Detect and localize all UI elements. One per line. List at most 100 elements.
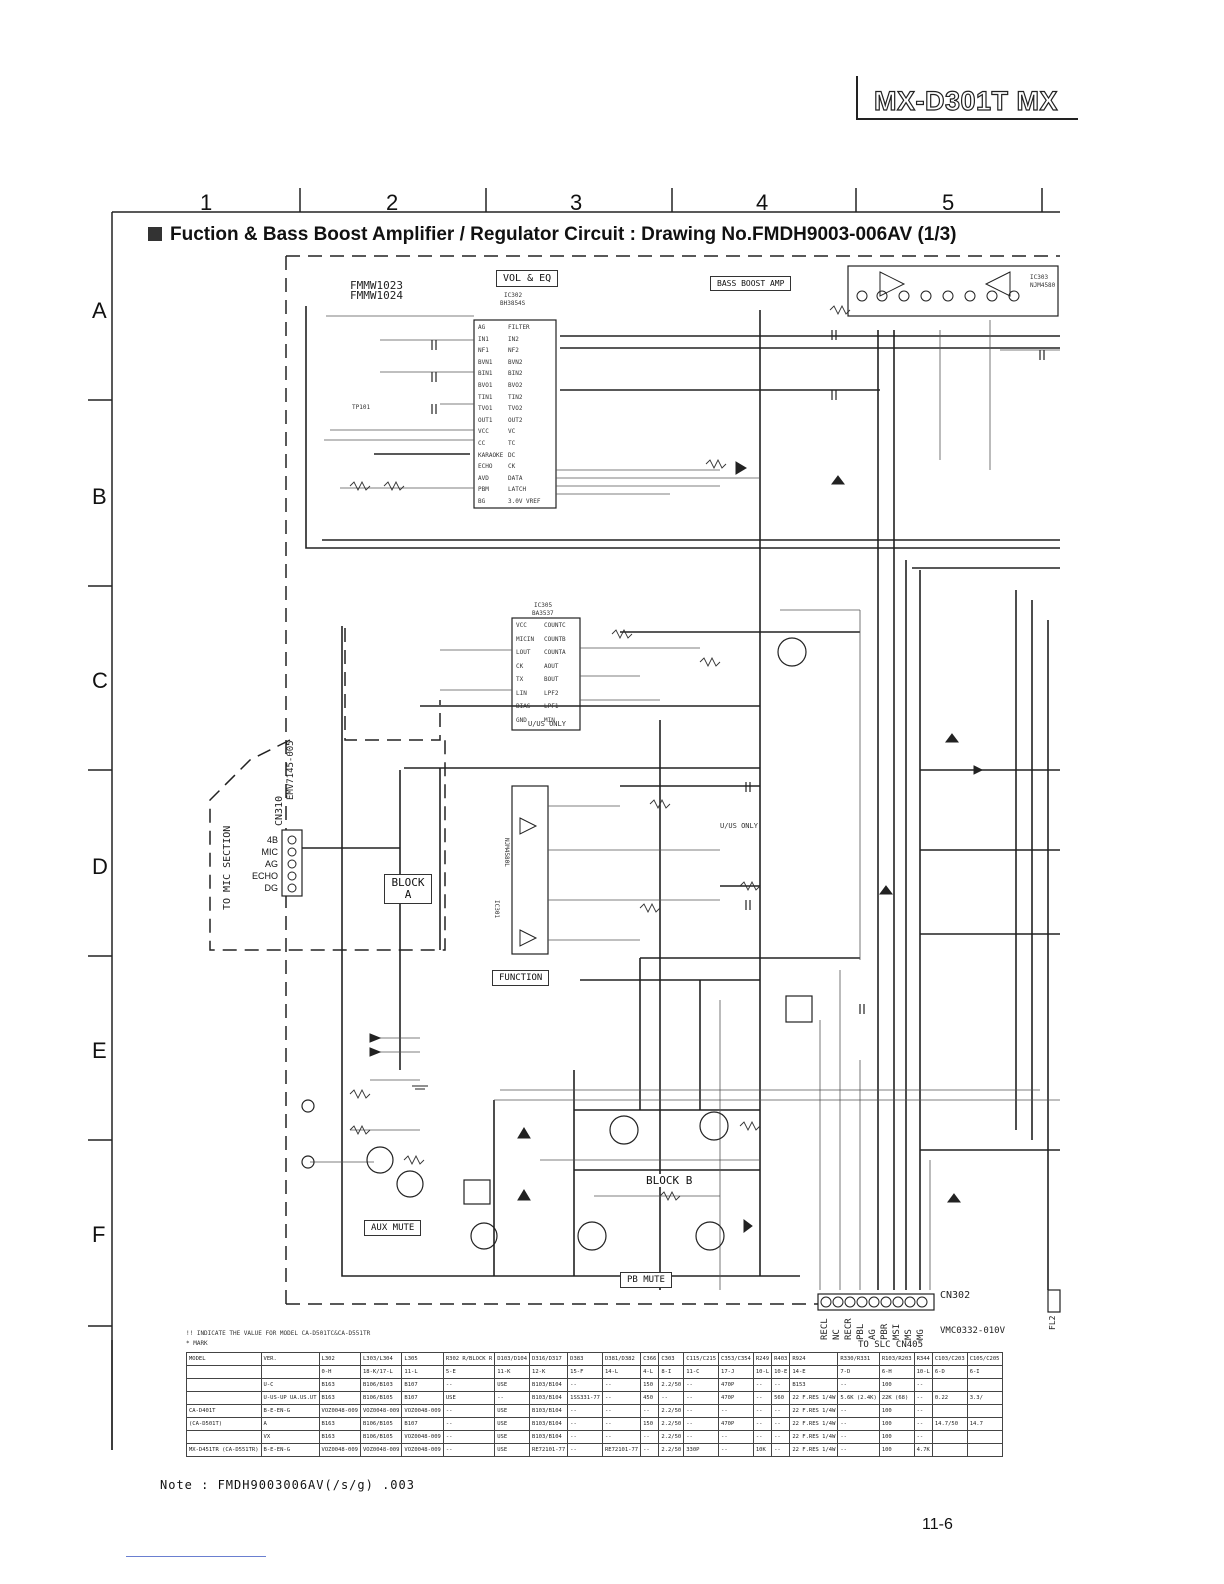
table-cell: C353/C354 (718, 1352, 754, 1366)
table-cell (966, 1430, 1003, 1444)
table-cell: D103/D104 (494, 1352, 531, 1366)
fl2-label: FL2 (1048, 1315, 1057, 1330)
table-cell: -- (640, 1430, 660, 1444)
aux-mute-box: AUX MUTE (364, 1220, 422, 1236)
ic-pin-label: IN2 (508, 335, 519, 343)
cn302-pin-label: RECR (844, 1318, 854, 1340)
table-cell: R403 (771, 1352, 791, 1366)
table-cell (966, 1378, 1003, 1392)
table-cell: 22 F.RES 1/4W (789, 1443, 839, 1457)
model-header: MX-D301T MX (873, 85, 1059, 116)
row-c: C (92, 668, 108, 693)
table-cell: R103/R203 (878, 1352, 915, 1366)
table-cell: 100 (878, 1378, 915, 1392)
table-cell: D381/D382 (601, 1352, 642, 1366)
table-cell: 2.2/50 (658, 1404, 685, 1418)
table-cell (966, 1443, 1003, 1457)
cn302-pin-label: PBR (880, 1323, 890, 1340)
table-cell: R249 (752, 1352, 773, 1366)
ic302-part: BH3854S (500, 300, 526, 307)
table-cell: B103/B104 (529, 1430, 569, 1444)
table-cell: -- (771, 1417, 791, 1431)
ic-pin-label: TVO1 (478, 405, 493, 413)
table-cell: U-C (260, 1378, 320, 1392)
ic-pin-label: TIN1 (478, 393, 493, 401)
ic-pin-label: BIAS (516, 703, 531, 710)
table-cell: A (260, 1417, 320, 1431)
ic302-label: IC302 (504, 292, 523, 299)
row-e: E (92, 1038, 107, 1063)
table-cell: 5.6K (2.4K) (837, 1391, 880, 1405)
table-cell: 100 (878, 1443, 915, 1457)
table-cell: -- (442, 1430, 496, 1444)
table-cell: CA-D401T (186, 1404, 262, 1418)
ic-pin-label: BOUT (544, 676, 559, 683)
table-cell: -- (567, 1404, 603, 1418)
table-cell: 18-K/17-L (359, 1365, 403, 1379)
ic-pin-label: COUNTC (544, 622, 566, 629)
table-cell: 5-E (442, 1365, 496, 1379)
to-mic-section: TO MIC SECTION (222, 825, 233, 910)
table-cell: B103/B104 (529, 1391, 569, 1405)
table-cell: 0-H (318, 1365, 361, 1379)
table-cell: B163 (318, 1417, 361, 1431)
table-cell: L305 (401, 1352, 444, 1366)
table-cell: U-US-UP UA.US.UT (260, 1391, 320, 1405)
cn302-part: VMC0332-010V (940, 1326, 1006, 1336)
cn302-pin-label: MG (916, 1329, 926, 1340)
table-cell: 15-F (567, 1365, 603, 1379)
ic305-part: BA3537 (532, 610, 554, 617)
ic-pin-label: BVO2 (508, 382, 523, 389)
table-cell: D316/D317 (529, 1352, 569, 1366)
table-cell: R924 (789, 1352, 839, 1366)
table-cell: -- (601, 1391, 642, 1405)
table-cell: MODEL (186, 1352, 262, 1366)
ic-pin-label: TIN2 (508, 393, 523, 401)
ic-pin-label: GND (516, 716, 527, 724)
table-cell: VOZ0048-009 (318, 1443, 361, 1457)
table-cell: B-E-EN-G (260, 1443, 320, 1457)
table-cell: B106/B103 (359, 1378, 403, 1392)
ic-pin-label: MICIN (516, 635, 535, 643)
ic-pin-label: BIN2 (508, 370, 523, 378)
table-cell: 560 (771, 1391, 791, 1405)
table-cell: -- (837, 1404, 880, 1418)
table-cell (931, 1430, 968, 1444)
table-cell: -- (683, 1391, 720, 1405)
table-cell: 1SS331-77 (567, 1391, 603, 1405)
ic-pin-label: LOUT (516, 649, 531, 656)
table-cell: 470P (718, 1417, 754, 1431)
table-cell: 17-J (718, 1365, 754, 1379)
ic-pin-label: AG (478, 324, 486, 331)
table-cell: RE72101-77 (529, 1443, 569, 1457)
table-cell: 12-K (529, 1365, 569, 1379)
ic-pin-label: LATCH (508, 486, 527, 494)
table-cell (186, 1391, 262, 1405)
table-cell: USE (494, 1378, 531, 1392)
table-cell: USE (494, 1417, 531, 1431)
cn302-pin-label: AG (868, 1329, 878, 1340)
row-f: F (92, 1222, 106, 1247)
us-only-label-2: U/US ONLY (528, 720, 566, 728)
table-cell: R344 (913, 1352, 933, 1366)
function-box: FUNCTION (492, 970, 550, 986)
table-cell: -- (683, 1378, 720, 1392)
table-cell: 2.2/50 (658, 1443, 685, 1457)
table-cell (260, 1365, 320, 1379)
table-mark: * MARK (186, 1340, 208, 1347)
ic-pin-label: CC (478, 440, 486, 447)
table-cell: 22K (68) (878, 1391, 915, 1405)
table-cell: 150 (640, 1378, 660, 1392)
table-cell: -- (771, 1430, 791, 1444)
table-cell: 14.7/50 (931, 1417, 968, 1431)
table-cell: D383 (567, 1352, 603, 1366)
ic-pin-label: TVO2 (508, 405, 523, 413)
table-cell (931, 1378, 968, 1392)
table-cell: R302 R/BLOCK R (442, 1352, 496, 1366)
cn302-pin-label: MS (904, 1329, 914, 1340)
column-4: 4 (756, 190, 769, 215)
